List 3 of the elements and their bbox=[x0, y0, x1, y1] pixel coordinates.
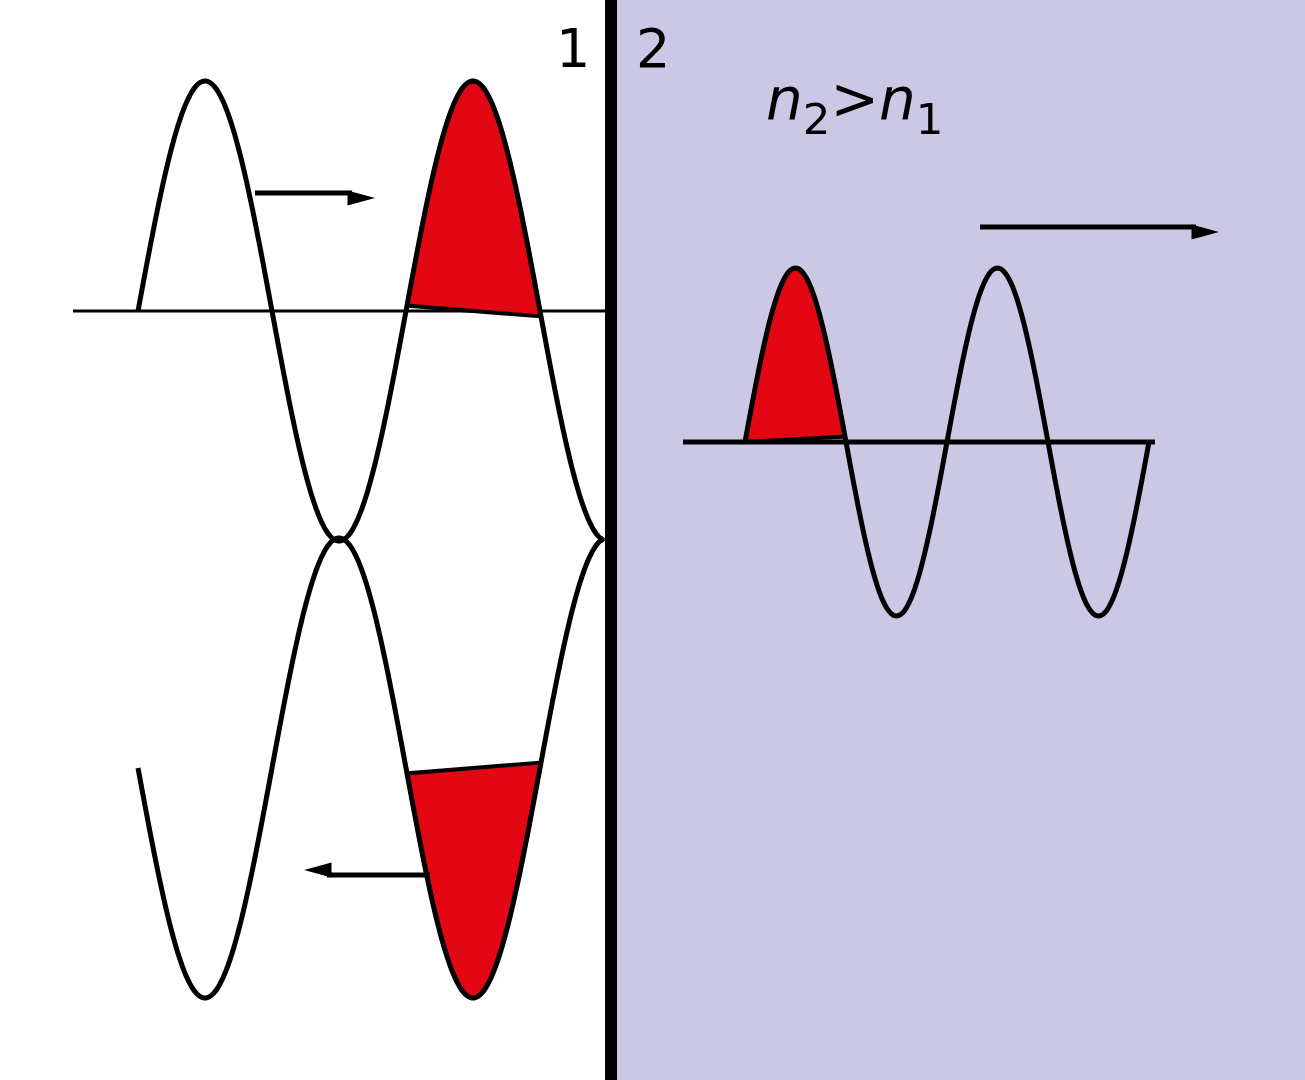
medium-number: 2 bbox=[636, 22, 671, 76]
medium-number: 1 bbox=[556, 22, 591, 76]
refractive-index-relation: n$_{2}$>n$_{1}$ bbox=[766, 70, 944, 142]
